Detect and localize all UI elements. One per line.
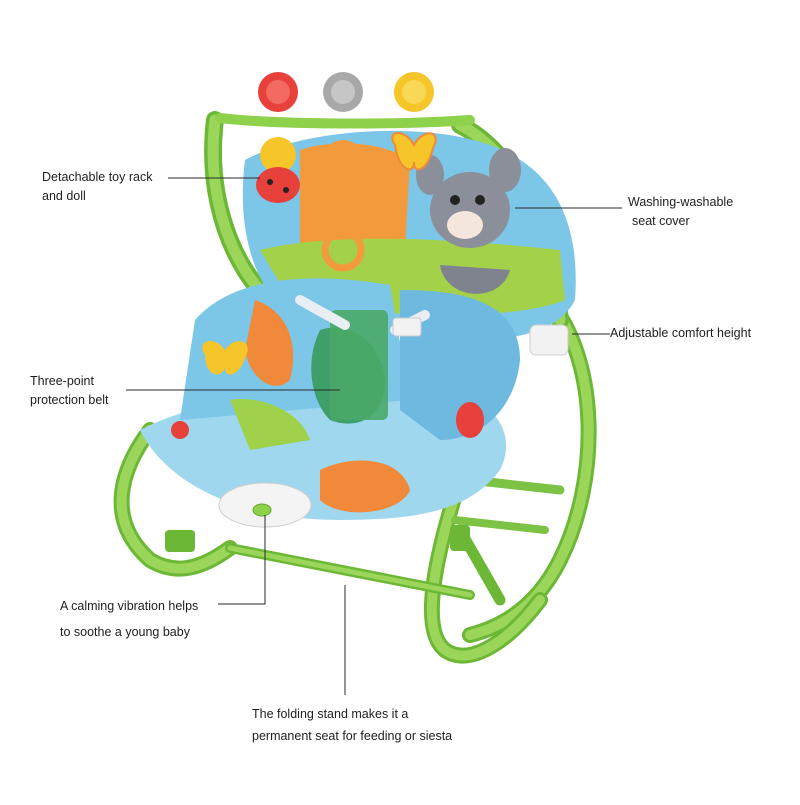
callout-comfort-height-line1: Adjustable comfort height [610,326,752,340]
callout-seat-cover: Washing-washable seat cover [628,193,733,231]
height-adjuster [529,324,569,356]
callout-seat-cover-line2: seat cover [632,214,690,228]
callout-vibration: A calming vibration helps to soothe a yo… [60,593,198,645]
callout-vibration-line1: A calming vibration helps [60,599,199,613]
callout-toy-rack-line2: and doll [42,189,86,203]
callout-comfort-height: Adjustable comfort height [610,324,751,343]
callout-stand-line2: permanent seat for feeding or siesta [252,729,453,743]
belt [295,295,430,420]
seat-cover [140,130,576,520]
toy-bar [215,72,475,272]
leg-clamp-left [165,530,195,552]
callout-toy-rack: Detachable toy rack and doll [42,168,152,206]
callout-seat-cover-line1: Washing-washable [628,195,734,209]
callout-belt-line2: protection belt [30,393,109,407]
callout-stand: The folding stand makes it a permanent s… [252,703,452,747]
callout-belt: Three-point protection belt [30,372,109,410]
leg-clamp-right [450,525,470,551]
leader-lines [126,177,622,695]
callout-toy-rack-line1: Detachable toy rack [42,170,153,184]
callout-belt-line1: Three-point [30,374,94,388]
callout-stand-line1: The folding stand makes it a [252,707,409,721]
callout-vibration-line2: to soothe a young baby [60,625,190,639]
